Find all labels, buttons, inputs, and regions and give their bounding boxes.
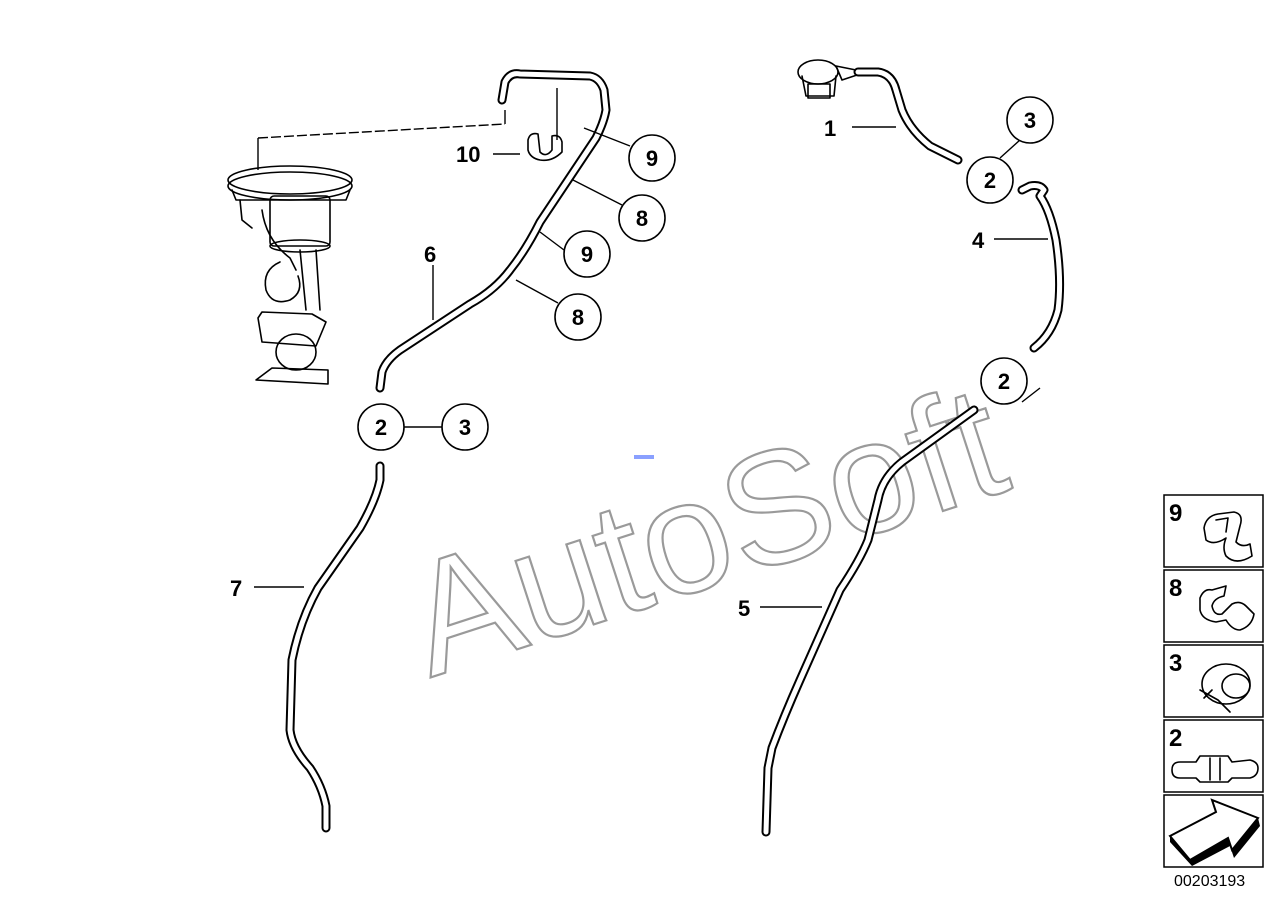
legend-panel: 9 8 3 2 (1163, 494, 1264, 868)
legend-item-8[interactable]: 8 (1163, 569, 1264, 643)
circle-callout-9-lower[interactable]: 9 (563, 230, 611, 278)
legend-item-2[interactable]: 2 (1163, 719, 1264, 793)
hose-7[interactable] (285, 461, 385, 833)
legend-num: 2 (1169, 725, 1182, 752)
circle-callout-3-right[interactable]: 3 (1006, 96, 1054, 144)
callout-1: 1 (824, 116, 836, 141)
hose-1[interactable] (853, 67, 963, 165)
legend-item-arrow[interactable] (1163, 794, 1264, 868)
clip-icon (1199, 585, 1255, 631)
legend-num: 9 (1169, 500, 1182, 527)
diagram-id: 00203193 (1174, 873, 1245, 890)
circle-label: 2 (998, 369, 1010, 394)
callout-7: 7 (230, 576, 242, 601)
circle-callout-8-upper[interactable]: 8 (618, 194, 666, 242)
callout-6: 6 (424, 242, 436, 267)
circle-label: 2 (375, 415, 387, 440)
legend-item-3[interactable]: 3 (1163, 644, 1264, 718)
hose-4[interactable] (1017, 181, 1065, 353)
callout-10: 10 (456, 142, 480, 167)
legend-num: 3 (1169, 650, 1182, 677)
circle-callout-2-right-lower[interactable]: 2 (980, 357, 1028, 405)
hose-6[interactable] (375, 69, 611, 393)
circle-callout-8-lower[interactable]: 8 (554, 293, 602, 341)
circle-label: 3 (1024, 108, 1036, 133)
circle-callout-2-left[interactable]: 2 (357, 403, 405, 451)
vent-valve[interactable] (797, 59, 861, 99)
arrow-shadow (1170, 818, 1260, 866)
circle-label: 9 (646, 146, 658, 171)
circle-callout-2-right-upper[interactable]: 2 (966, 156, 1014, 204)
callout-5: 5 (738, 596, 750, 621)
watermark-dot (634, 455, 654, 459)
circle-label: 8 (572, 305, 584, 330)
connector-icon (1171, 755, 1259, 783)
legend-item-9[interactable]: 9 (1163, 494, 1264, 568)
circle-callout-3-left[interactable]: 3 (441, 403, 489, 451)
circle-label: 3 (459, 415, 471, 440)
clip-10[interactable] (527, 88, 563, 162)
leader-lines (254, 126, 1048, 608)
fuel-pump-assembly[interactable] (227, 110, 506, 385)
circle-label: 2 (984, 168, 996, 193)
clip-icon (1203, 511, 1253, 562)
watermark: AutoSoft (385, 350, 1024, 710)
circle-label: 8 (636, 206, 648, 231)
legend-num: 8 (1169, 575, 1182, 602)
callout-4: 4 (972, 228, 985, 253)
circle-callout-9-upper[interactable]: 9 (628, 134, 676, 182)
circle-label: 9 (581, 242, 593, 267)
hose-5[interactable] (761, 405, 979, 837)
